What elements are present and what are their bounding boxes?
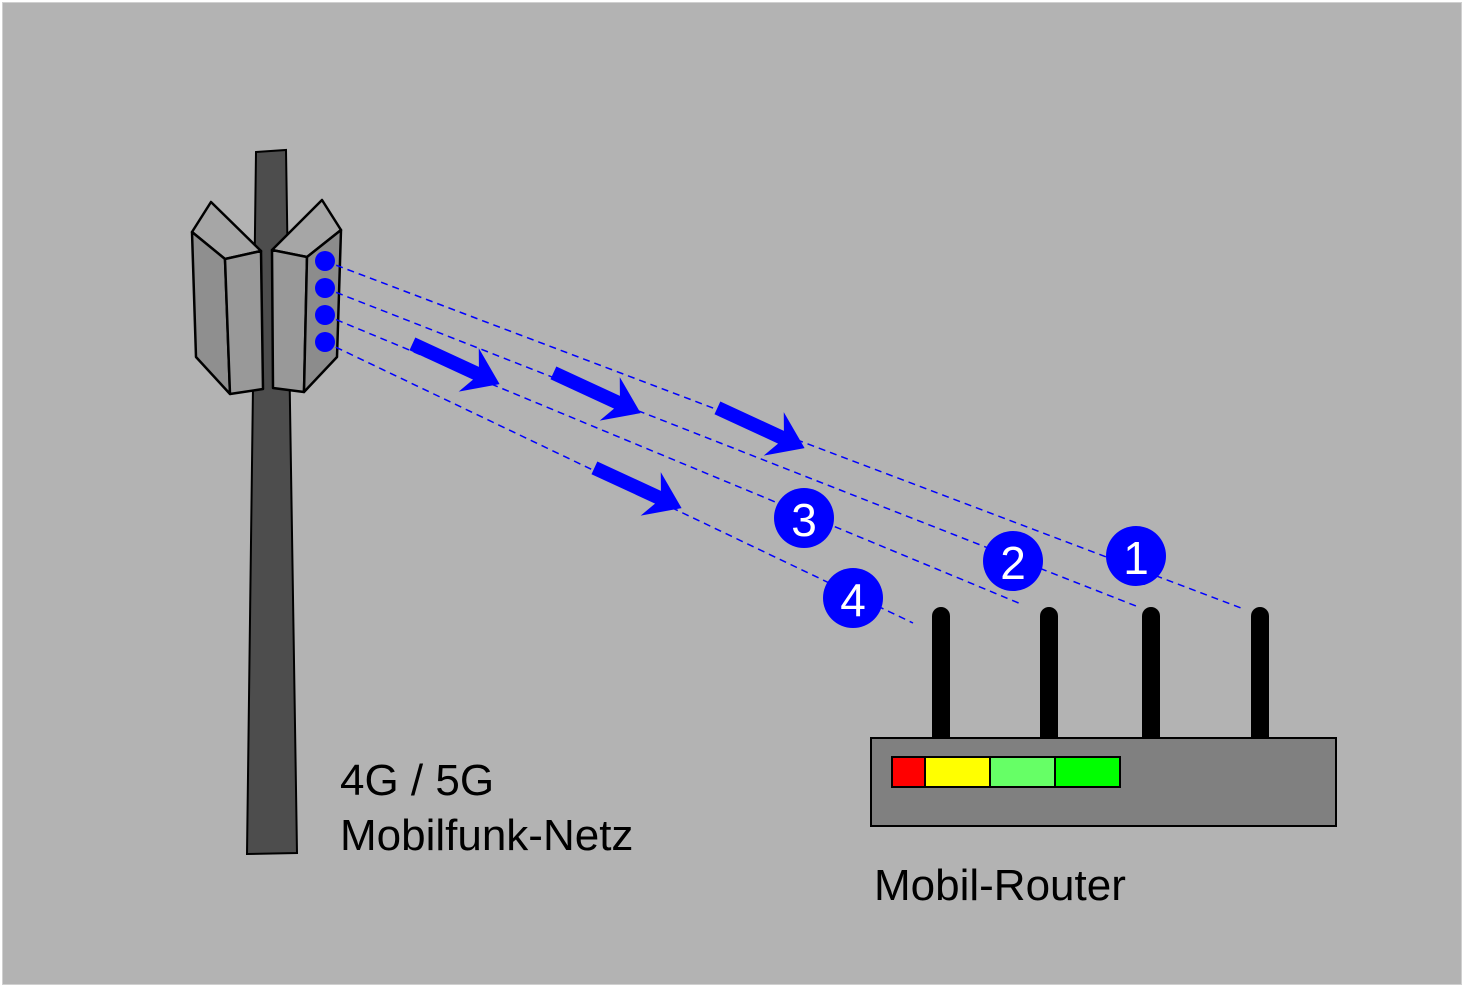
badge-circle [983, 531, 1043, 591]
beam-badges: 1 2 34 [774, 488, 1166, 628]
beam-line [324, 260, 1242, 609]
signal-segment-low [891, 756, 926, 788]
beam-badge-3: 3 [774, 488, 834, 548]
arrow-right-icon [591, 461, 682, 516]
signal-segment-excellent [1054, 756, 1121, 788]
signal-segment-good [989, 756, 1056, 788]
router-label: Mobil-Router [874, 861, 1126, 910]
beam-direction-arrows [409, 337, 805, 516]
badge-number: 2 [1000, 537, 1026, 589]
signal-segment-medium [924, 756, 991, 788]
router-signal-strength-bar [891, 756, 1121, 788]
badge-number: 3 [791, 494, 817, 546]
emitter-dot [315, 305, 335, 325]
emitter-dot [315, 332, 335, 352]
badge-circle [1106, 526, 1166, 586]
badge-circle [823, 568, 883, 628]
emitter-dot [315, 278, 335, 298]
badge-number: 1 [1123, 532, 1149, 584]
beam-badge-1: 1 [1106, 526, 1166, 586]
beam-badge-4: 4 [823, 568, 883, 628]
tower-label-line2: Mobilfunk-Netz [340, 811, 633, 860]
tower-label-line1: 4G / 5G [340, 756, 494, 805]
badge-circle [774, 488, 834, 548]
emitter-dot [315, 251, 335, 271]
tower-emitters [315, 251, 335, 352]
router-antennas [932, 607, 1269, 750]
arrow-right-icon [714, 401, 805, 456]
diagram-svg: 1 2 34 4G / 5G Mobilfunk-Netz Mobil-Router [190, 148, 1337, 910]
beam-badge-2: 2 [983, 531, 1043, 591]
arrow-right-icon [550, 366, 641, 421]
arrow-right-icon [409, 337, 500, 392]
tower-antenna-panel-left [190, 200, 265, 396]
badge-number: 4 [840, 574, 866, 626]
